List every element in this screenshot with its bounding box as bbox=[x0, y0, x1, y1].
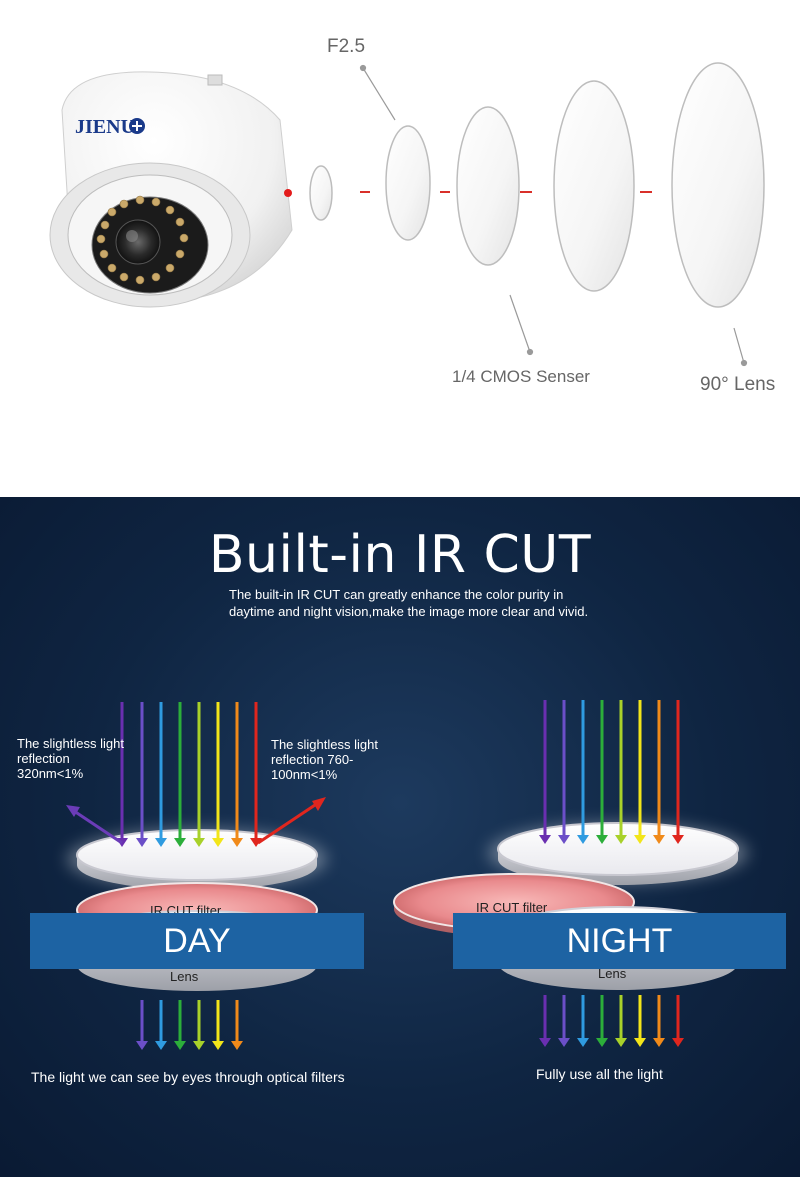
night-incoming-arrow bbox=[653, 700, 665, 844]
axis-dot-left bbox=[284, 189, 292, 197]
leader-lines bbox=[359, 64, 748, 367]
night-incoming-arrow bbox=[596, 700, 608, 844]
lens-element-1 bbox=[309, 165, 333, 221]
exploded-diagram: JIENU bbox=[49, 62, 765, 367]
night-filter-label: IR CUT filter bbox=[476, 900, 548, 915]
reflection-arrows bbox=[66, 797, 326, 845]
day-incoming-arrow bbox=[193, 702, 205, 847]
day-incoming-arrow bbox=[155, 702, 167, 847]
brand-logo-cross bbox=[132, 121, 142, 131]
aperture-label: F2.5 bbox=[327, 36, 366, 57]
lens-element-4 bbox=[553, 80, 635, 292]
ircut-panel: Built-in IR CUT The built-in IR CUT can … bbox=[0, 497, 800, 1177]
night-output-arrow bbox=[596, 995, 608, 1047]
night-output-arrow bbox=[672, 995, 684, 1047]
lens-label: 90° Lens bbox=[700, 374, 776, 395]
night-incoming-arrow bbox=[577, 700, 589, 844]
ircut-title: Built-in IR CUT bbox=[208, 525, 592, 585]
brand-logo: JIENU bbox=[75, 116, 135, 138]
night-output-arrow bbox=[577, 995, 589, 1047]
lens-element-3 bbox=[456, 106, 520, 266]
night-output-arrow bbox=[615, 995, 627, 1047]
day-output-arrow bbox=[174, 1000, 186, 1050]
ircut-description: The built-in IR CUT can greatly enhance … bbox=[229, 587, 589, 619]
day-incoming-arrow bbox=[250, 702, 262, 847]
day-incoming-arrow bbox=[136, 702, 148, 847]
day-caption: The light we can see by eyes through opt… bbox=[31, 1069, 345, 1085]
night-incoming-arrow bbox=[634, 700, 646, 844]
night-lens-label: Lens bbox=[598, 966, 627, 981]
day-output-arrow bbox=[212, 1000, 224, 1050]
night-incoming-arrow bbox=[615, 700, 627, 844]
night-incoming-arrow bbox=[672, 700, 684, 844]
spectrum-arrows bbox=[116, 700, 684, 1050]
day-output-arrow bbox=[136, 1000, 148, 1050]
night-top-glass bbox=[497, 822, 739, 876]
night-output-arrow bbox=[634, 995, 646, 1047]
day-incoming-arrow bbox=[174, 702, 186, 847]
day-incoming-arrow bbox=[231, 702, 243, 847]
day-output-arrow bbox=[155, 1000, 167, 1050]
night-incoming-arrow bbox=[539, 700, 551, 844]
day-output-arrow bbox=[193, 1000, 205, 1050]
day-note-left: The slightless light reflection 320nm<1% bbox=[17, 736, 124, 781]
lens-element-2 bbox=[385, 125, 431, 241]
dome-camera bbox=[49, 71, 293, 308]
sensor-label: 1/4 CMOS Senser bbox=[452, 367, 590, 386]
lens-element-5 bbox=[671, 62, 765, 308]
camera-exploded-view: JIENU F2.5 1/4 CMOS Senser 90° Lens bbox=[0, 0, 800, 497]
night-incoming-arrow bbox=[558, 700, 570, 844]
day-lens-label: Lens bbox=[170, 969, 199, 984]
day-output-arrow bbox=[231, 1000, 243, 1050]
day-button[interactable]: DAY bbox=[30, 913, 364, 969]
night-output-arrow bbox=[539, 995, 551, 1047]
night-output-arrow bbox=[558, 995, 570, 1047]
day-incoming-arrow bbox=[212, 702, 224, 847]
night-output-arrow bbox=[653, 995, 665, 1047]
day-note-right: The slightless light reflection 760-100n… bbox=[271, 737, 378, 782]
night-caption: Fully use all the light bbox=[536, 1066, 663, 1082]
night-button[interactable]: NIGHT bbox=[453, 913, 786, 969]
